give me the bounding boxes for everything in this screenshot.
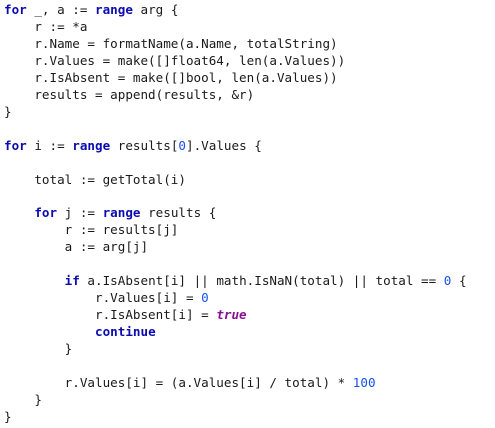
code-line: if a.IsAbsent[i] || math.IsNaN(total) ||… xyxy=(4,272,467,289)
code-line: results = append(results, &r) xyxy=(4,86,254,103)
code-line: r.Values[i] = 0 xyxy=(4,289,209,306)
code-token: range xyxy=(95,2,133,17)
code-token: results[ xyxy=(110,137,179,153)
code-token xyxy=(4,324,95,339)
code-token: r.Values[i] = xyxy=(4,290,202,306)
code-token: } xyxy=(4,103,12,119)
code-token: i := xyxy=(26,137,73,153)
code-line: } xyxy=(4,340,73,357)
code-token: 0 xyxy=(178,137,187,153)
code-token: _, a := xyxy=(26,2,95,17)
code-line: a := arg[j] xyxy=(4,238,148,255)
code-line: total := getTotal(i) xyxy=(4,171,186,188)
code-token: for xyxy=(4,137,27,153)
code-token: r.Values = make([]float64, len(a.Values)… xyxy=(4,52,346,68)
code-token: a := arg[j] xyxy=(4,239,149,255)
code-line: r.IsAbsent = make([]bool, len(a.Values)) xyxy=(4,69,338,86)
code-token: } xyxy=(4,408,12,424)
code-line: for _, a := range arg { xyxy=(4,1,178,18)
code-line: } xyxy=(4,103,12,120)
code-token: { xyxy=(451,273,467,289)
code-line: r.Values = make([]float64, len(a.Values)… xyxy=(4,52,345,69)
code-token: ].Values { xyxy=(186,137,262,153)
code-token: if xyxy=(64,273,80,289)
code-token: r := results[j] xyxy=(4,222,179,238)
code-token: j := xyxy=(57,205,103,221)
code-token: results = append(results, &r) xyxy=(4,86,255,102)
code-line: r := results[j] xyxy=(4,221,179,238)
code-line: } xyxy=(4,408,12,425)
code-token: true xyxy=(216,307,247,323)
code-token: } xyxy=(4,341,73,356)
code-line: r.IsAbsent[i] = true xyxy=(4,306,247,323)
code-line: } xyxy=(4,391,42,408)
code-token: r.IsAbsent = make([]bool, len(a.Values)) xyxy=(4,69,338,85)
code-token: range xyxy=(72,137,111,153)
code-token: for xyxy=(4,2,27,17)
code-line: r := *a xyxy=(4,18,87,35)
code-token xyxy=(4,273,65,288)
code-token: for xyxy=(34,205,58,221)
code-token: range xyxy=(102,205,141,221)
code-token: results { xyxy=(140,205,217,221)
code-editor[interactable]: for _, a := range arg { r := *a r.Name =… xyxy=(4,0,492,428)
code-token: arg { xyxy=(132,2,179,17)
code-token: r.IsAbsent[i] = xyxy=(4,307,217,323)
code-token xyxy=(4,205,34,220)
code-token: a.IsAbsent[i] || math.IsNaN(total) || to… xyxy=(79,273,444,289)
code-token: continue xyxy=(95,324,156,340)
code-line: for i := range results[0].Values { xyxy=(4,137,262,154)
code-line: r.Values[i] = (a.Values[i] / total) * 10… xyxy=(4,374,376,391)
code-token: 100 xyxy=(352,374,376,390)
code-token: total := getTotal(i) xyxy=(4,171,186,187)
code-line: r.Name = formatName(a.Name, totalString) xyxy=(4,35,338,52)
code-line: for j := range results { xyxy=(4,204,216,221)
code-token: r := *a xyxy=(4,18,88,34)
code-token: 0 xyxy=(201,290,209,306)
code-line: continue xyxy=(4,323,156,340)
code-token: } xyxy=(4,391,42,407)
code-token: r.Values[i] = (a.Values[i] / total) * xyxy=(4,374,353,390)
code-token: r.Name = formatName(a.Name, totalString) xyxy=(4,35,338,51)
code-token: 0 xyxy=(443,273,452,289)
